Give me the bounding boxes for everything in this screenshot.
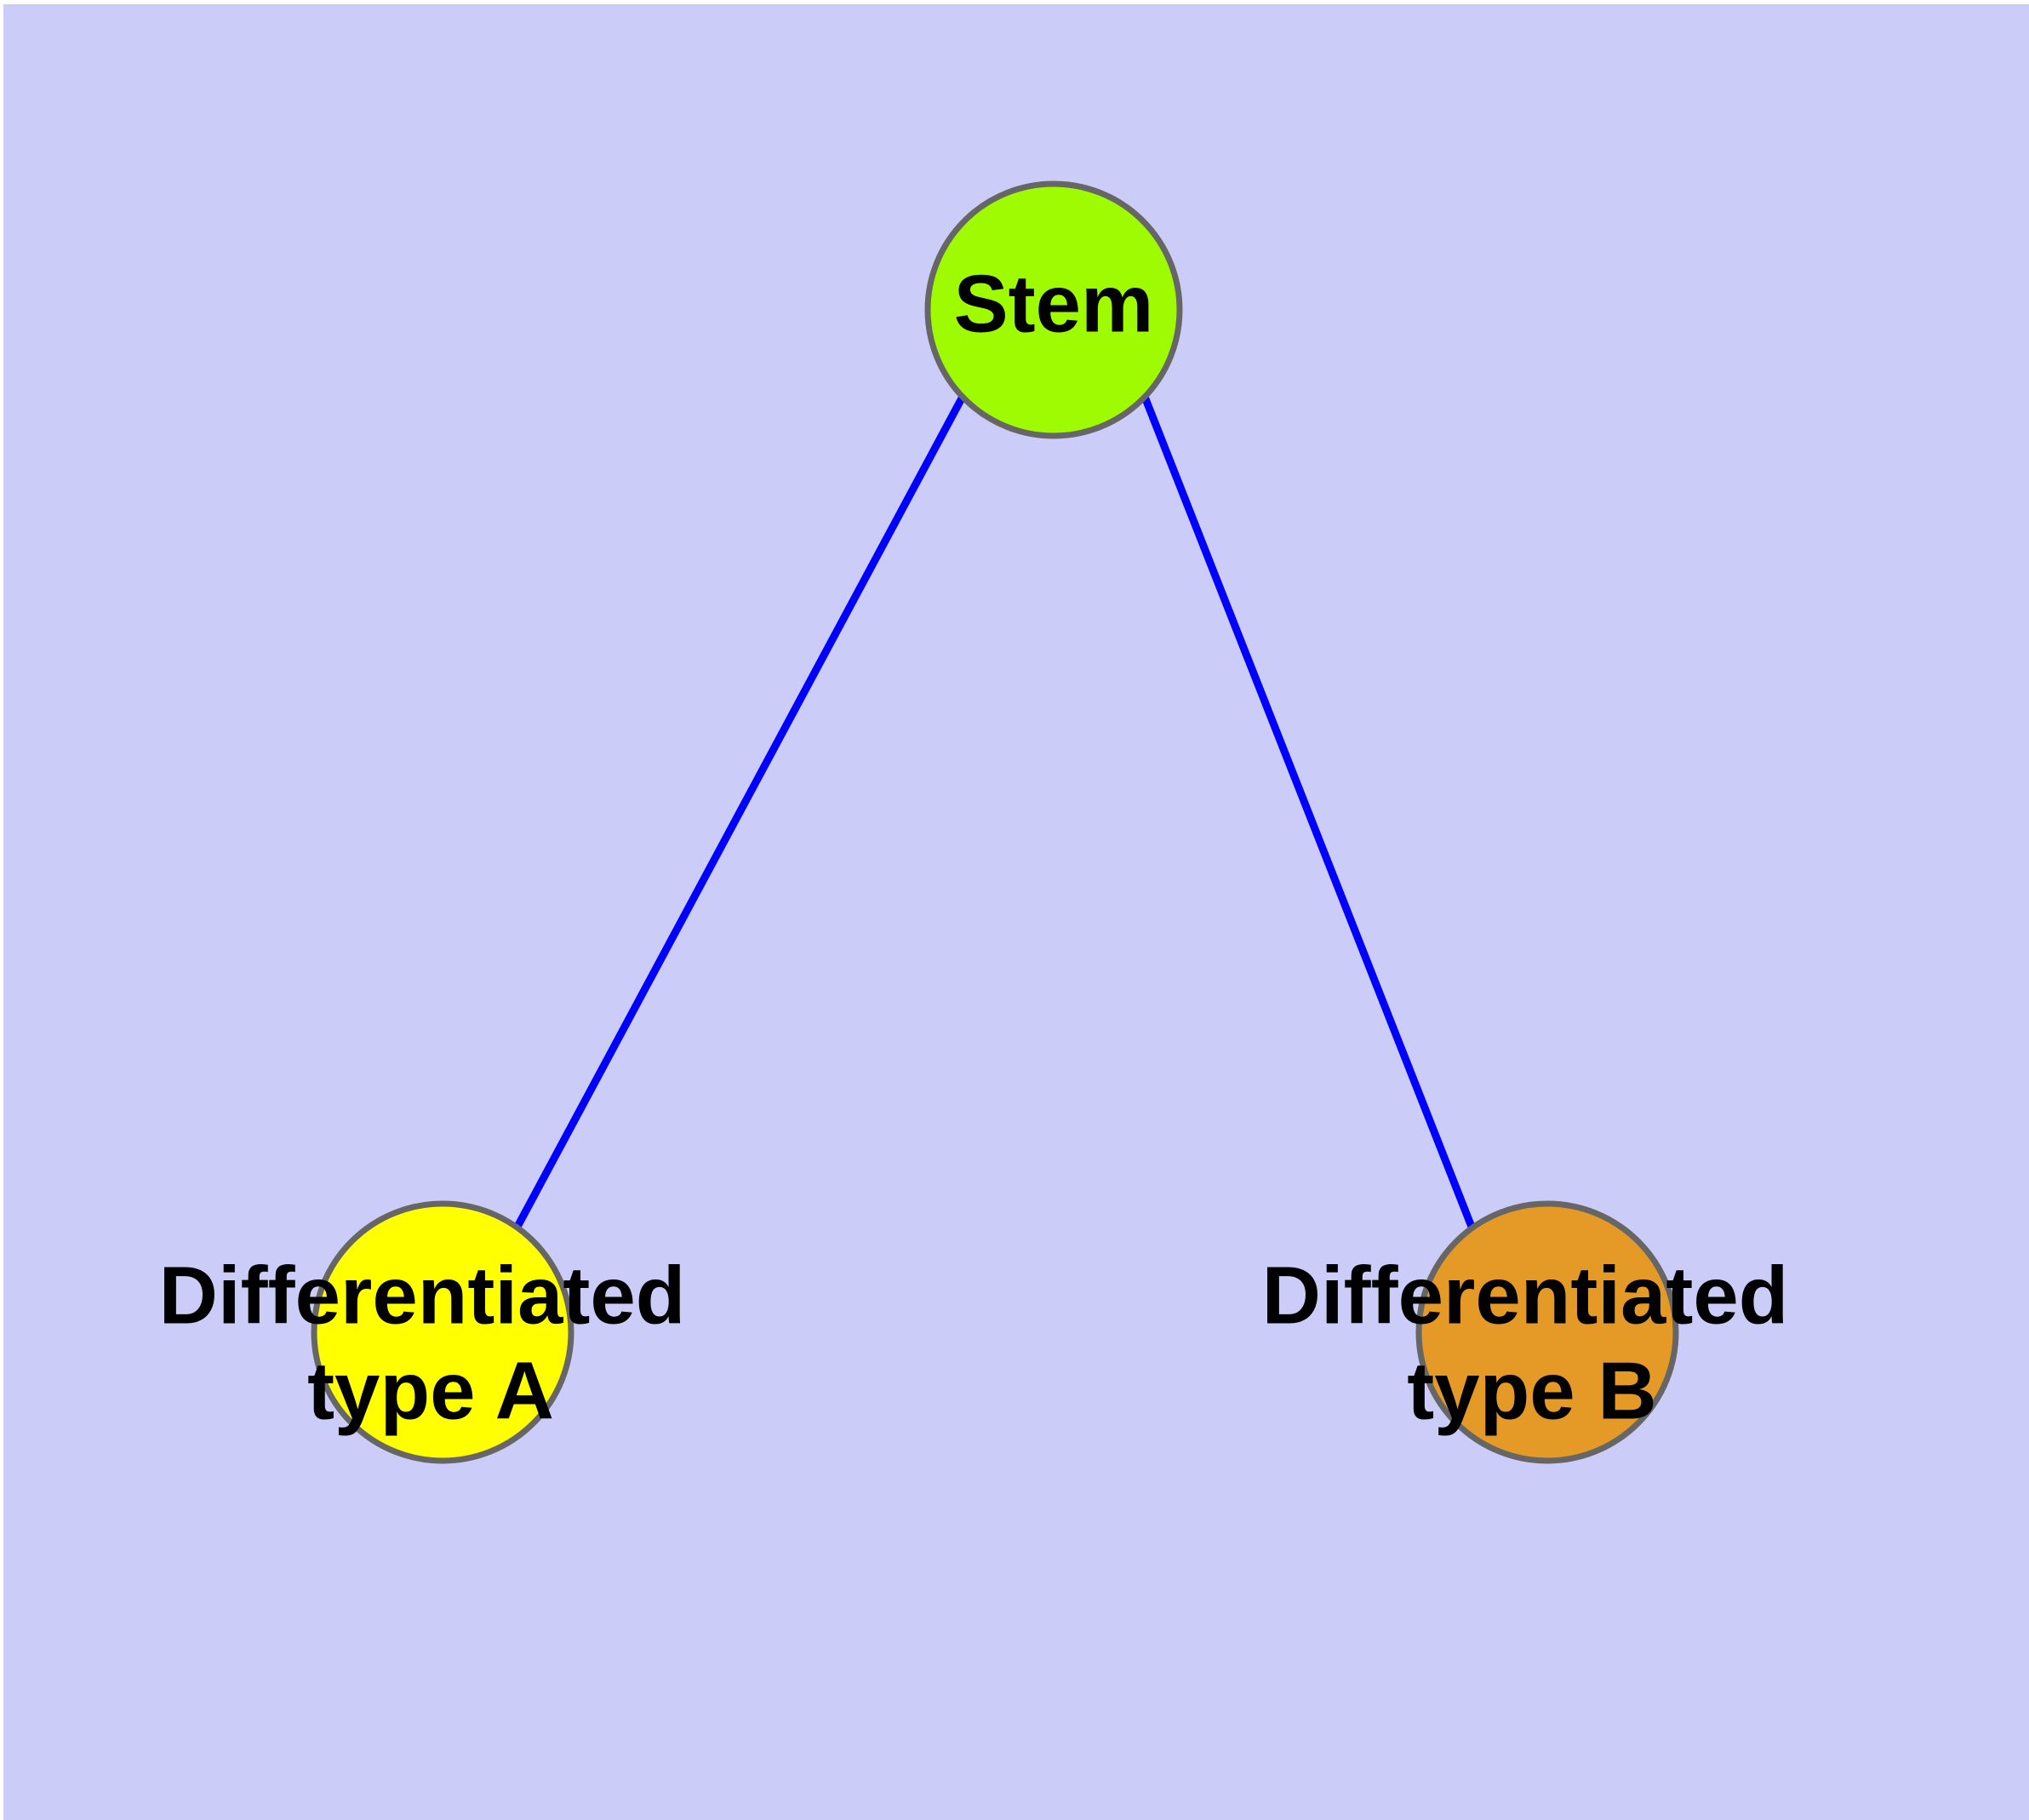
edges-layer [514, 394, 1476, 1229]
node-differentiated-b-label-line1: Differentiated [1262, 1250, 1789, 1341]
node-stem-circle[interactable] [924, 180, 1183, 439]
node-stem-label: Stem [954, 258, 1154, 349]
node-differentiated-a-circle[interactable] [311, 1200, 574, 1464]
node-differentiated-a-label-group: Differentiated type A [159, 1250, 686, 1436]
node-differentiated-a-label-line1: Differentiated [159, 1250, 686, 1341]
node-differentiated-b-label-line2: type B [1407, 1345, 1656, 1436]
node-stem[interactable]: Stem [924, 180, 1183, 439]
edge-stem-to-differentiated-a[interactable] [514, 394, 966, 1229]
nodes-layer: Stem Differentiated type A Differentiate… [159, 180, 1789, 1464]
node-differentiated-b-label-group: Differentiated type B [1262, 1250, 1789, 1436]
node-differentiated-a[interactable] [311, 1200, 574, 1464]
node-differentiated-a-label-line2: type A [307, 1345, 554, 1436]
node-differentiated-b-circle[interactable] [1415, 1200, 1679, 1464]
node-differentiated-b[interactable] [1415, 1200, 1679, 1464]
edge-stem-to-differentiated-b[interactable] [1140, 395, 1476, 1228]
